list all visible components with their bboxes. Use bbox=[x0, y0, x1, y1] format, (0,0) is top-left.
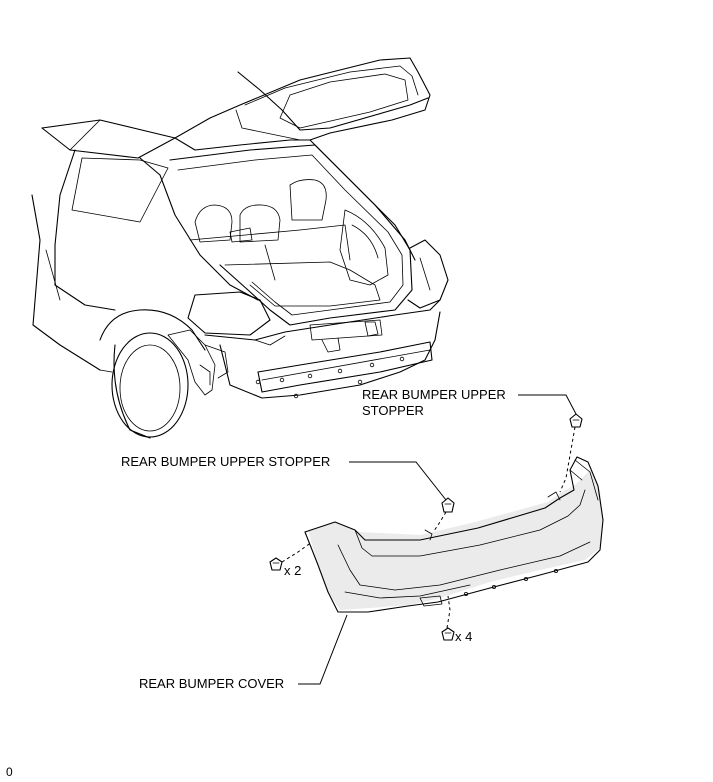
label-upper-stopper-right-line1: REAR BUMPER UPPER bbox=[362, 387, 506, 402]
page-number: 0 bbox=[6, 765, 13, 779]
upper-stopper-right-icon bbox=[569, 413, 583, 428]
label-upper-stopper-right-line2: STOPPER bbox=[362, 403, 424, 418]
leader-upper-stopper-right bbox=[518, 394, 577, 415]
upper-stopper-left-icon bbox=[441, 497, 455, 513]
leader-bumper-cover bbox=[298, 614, 348, 685]
label-upper-stopper-left: REAR BUMPER UPPER STOPPER bbox=[121, 454, 331, 469]
guide-line-clip-bottom bbox=[446, 595, 451, 629]
vehicle-rear-view bbox=[31, 57, 449, 439]
leader-upper-stopper-left bbox=[349, 461, 447, 501]
guide-line-right-stopper bbox=[559, 426, 576, 493]
guide-line-clip-left bbox=[281, 541, 313, 563]
clip-bottom-icon bbox=[441, 627, 455, 641]
clip-left-icon bbox=[269, 557, 283, 571]
label-clip-qty-left: x 2 bbox=[284, 563, 302, 578]
label-clip-qty-bottom: x 4 bbox=[455, 629, 473, 644]
label-bumper-cover: REAR BUMPER COVER bbox=[139, 676, 285, 691]
rear-bumper-cover-part bbox=[304, 456, 604, 613]
